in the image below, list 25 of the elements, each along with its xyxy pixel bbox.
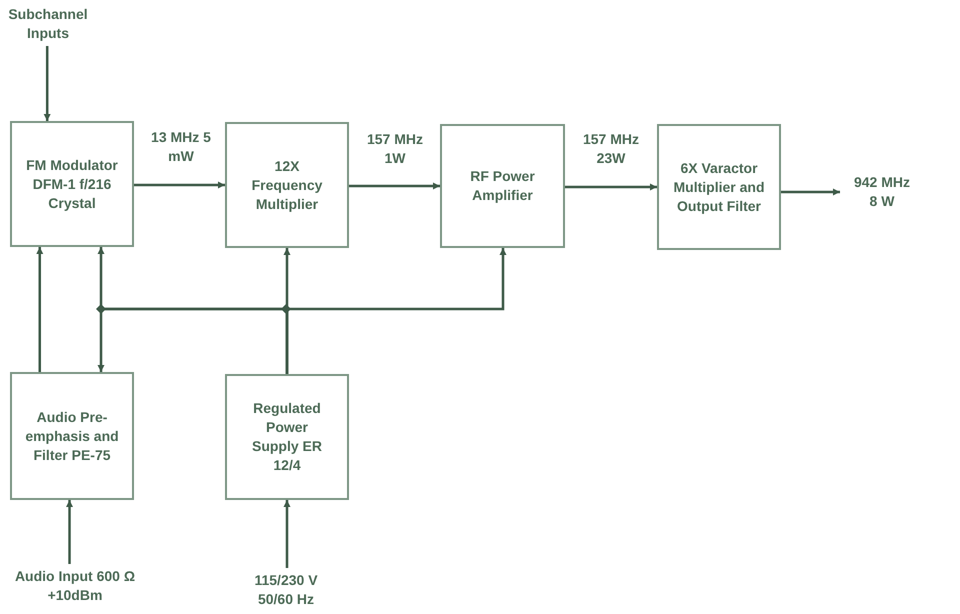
block-box — [440, 124, 565, 248]
block-label: Regulated Power Supply ER 12/4 — [250, 399, 323, 475]
arrow — [349, 182, 440, 190]
block-box — [10, 121, 134, 247]
arrow — [284, 500, 290, 568]
block-label: FM Modulator DFM-1 f/216 Crystal — [25, 156, 119, 212]
block-label: 6X Varactor Multiplier and Output Filter — [672, 158, 766, 216]
signal-label: Audio Input 600 Ω +10dBm — [14, 567, 136, 605]
arrow — [36, 247, 44, 372]
block-box — [10, 372, 134, 500]
arrow — [44, 46, 51, 121]
arrow — [565, 184, 657, 190]
arrow — [98, 308, 288, 374]
block-box — [225, 374, 349, 500]
arrow — [781, 188, 840, 196]
block-box — [225, 122, 349, 248]
arrow — [134, 182, 225, 188]
block-label: Audio Pre-emphasis and Filter PE-75 — [24, 408, 120, 464]
block-label: 12X Frequency Multiplier — [250, 156, 324, 214]
arrow — [66, 500, 74, 564]
signal-label: 115/230 V 50/60 Hz — [253, 571, 319, 609]
block-label: RF Power Amplifier — [469, 167, 536, 205]
block-box — [657, 124, 781, 250]
signal-label: 942 MHz 8 W — [852, 173, 912, 211]
signal-label: Subchannel Inputs — [7, 5, 89, 43]
